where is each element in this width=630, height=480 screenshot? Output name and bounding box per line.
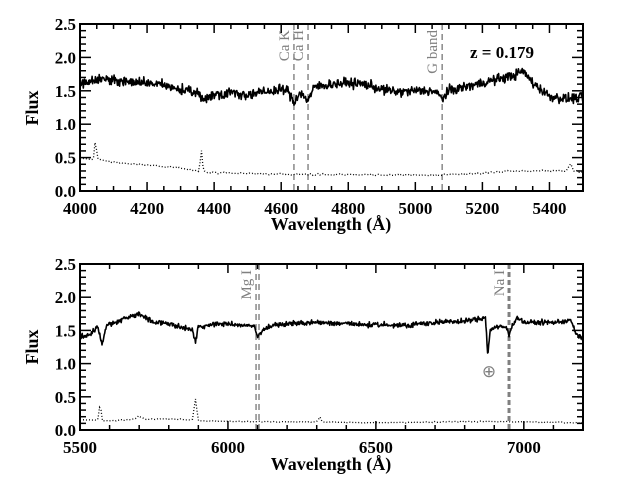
top-panel: Ca KCa H G band 4000 4200 4400 4600 4800 5000 5… <box>22 15 584 235</box>
flux-spectrum <box>79 311 584 354</box>
line-label: Ca K <box>277 30 293 61</box>
bottom-line-markers: Mg I Na I <box>239 264 511 430</box>
line-label: G band <box>425 30 441 74</box>
bottom-x-axis-title: Wavelength (Å) <box>271 454 392 475</box>
bottom-axis-ticks <box>79 263 584 431</box>
top-series <box>79 67 584 177</box>
x-tick-label: 5200 <box>465 199 499 218</box>
x-tick-label: 6000 <box>211 438 245 457</box>
x-tick-label: 5000 <box>398 199 432 218</box>
x-tick-label: 4800 <box>331 199 365 218</box>
y-tick-label: 0.5 <box>55 149 76 168</box>
bottom-tick-labels: 5500 6000 6500 7000 0.0 0.5 1.0 1.5 2.0 2.5 <box>55 255 541 457</box>
y-tick-label: 1.0 <box>55 355 76 374</box>
top-x-axis-title: Wavelength (Å) <box>271 214 392 235</box>
y-tick-label: 0.5 <box>55 388 76 407</box>
error-spectrum <box>79 142 583 177</box>
x-tick-label: 5500 <box>63 438 97 457</box>
x-tick-label: 4600 <box>264 199 298 218</box>
x-tick-label: 6500 <box>359 438 393 457</box>
y-tick-label: 2.5 <box>55 255 76 274</box>
top-axis-ticks <box>79 23 584 192</box>
telluric-earth-icon: ⊕ <box>482 362 496 382</box>
y-tick-label: 2.0 <box>55 48 76 67</box>
flux-spectrum <box>79 67 584 106</box>
bottom-panel: Mg I Na I 5500 6000 6500 7000 0.0 0.5 1.0 1.5 2.0… <box>22 255 584 475</box>
y-tick-label: 1.0 <box>55 115 76 134</box>
x-tick-label: 4400 <box>197 199 231 218</box>
bottom-series <box>79 311 584 424</box>
y-tick-label: 2.5 <box>55 15 76 34</box>
top-y-axis-title: Flux <box>22 90 42 125</box>
top-tick-labels: 4000 4200 4400 4600 4800 5000 5200 5400 0.0 0.5 1.… <box>55 15 567 218</box>
y-tick-label: 1.5 <box>55 82 76 101</box>
x-tick-label: 4200 <box>130 199 164 218</box>
top-line-markers: Ca KCa H G band <box>277 24 443 191</box>
line-label: Mg I <box>239 270 255 300</box>
error-spectrum <box>79 398 583 424</box>
line-label: Na I <box>492 270 508 296</box>
x-tick-label: 4000 <box>63 199 97 218</box>
y-tick-label: 0.0 <box>55 421 76 440</box>
redshift-label: z = 0.179 <box>470 43 534 62</box>
bottom-y-axis-title: Flux <box>22 329 42 364</box>
line-label: Ca H <box>291 30 307 61</box>
x-tick-label: 5400 <box>532 199 566 218</box>
y-tick-label: 2.0 <box>55 288 76 307</box>
bottom-plot-frame <box>79 263 584 431</box>
x-tick-label: 7000 <box>507 438 541 457</box>
y-tick-label: 1.5 <box>55 321 76 340</box>
y-tick-label: 0.0 <box>55 182 76 201</box>
